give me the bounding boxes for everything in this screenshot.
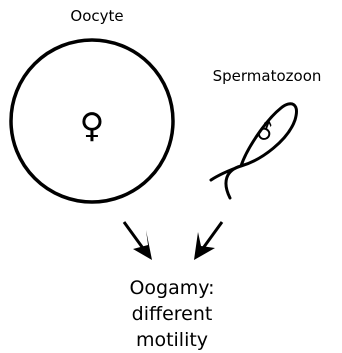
result-line-2: different xyxy=(132,303,213,325)
male-symbol-icon: ♂ xyxy=(251,117,279,148)
result-line-3: motility xyxy=(136,329,208,351)
spermatozoon-cell xyxy=(211,104,296,198)
result-line-1: Oogamy: xyxy=(129,277,214,299)
female-symbol-icon: ♀ xyxy=(80,106,105,146)
oocyte-label: Oocyte xyxy=(70,7,123,25)
spermatozoon-label: Spermatozoon xyxy=(213,67,322,85)
